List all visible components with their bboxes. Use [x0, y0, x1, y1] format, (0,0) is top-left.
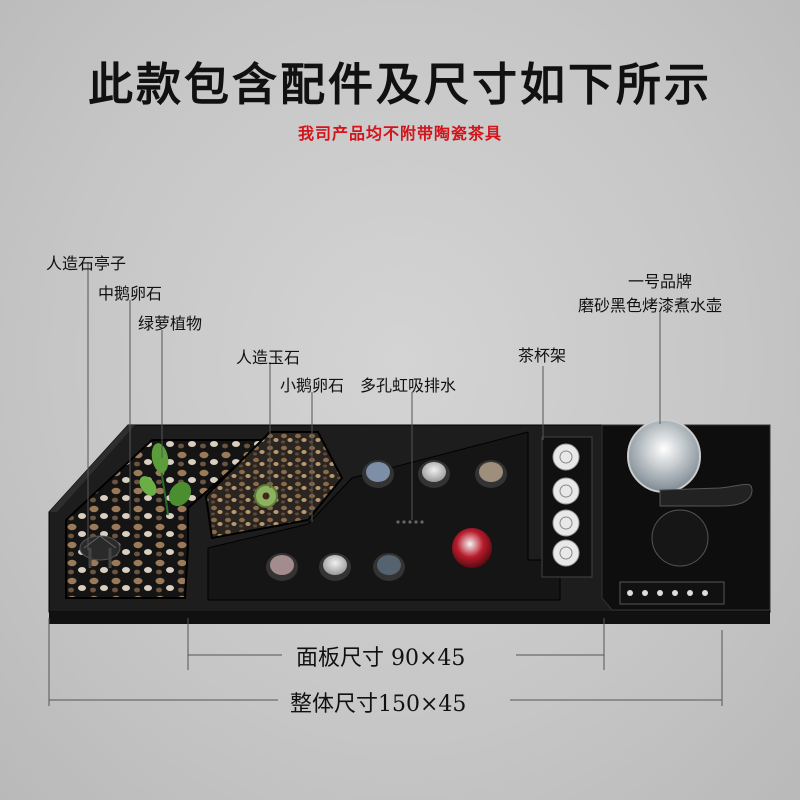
overall-dimension: 整体尺寸150×45 — [290, 692, 467, 717]
disclaimer-subtitle: 我司产品均不附带陶瓷茶具 — [297, 124, 502, 143]
label-jade: 人造玉石 — [236, 348, 301, 367]
black-kettle — [651, 509, 709, 567]
label-siphon-drain: 多孔虹吸排水 — [360, 376, 457, 395]
tea-cup-upper-1 — [362, 460, 394, 488]
label-medium-pebble: 中鹅卵石 — [98, 284, 163, 303]
pebble-garden-right — [204, 431, 344, 540]
siphon-drain-holes — [396, 520, 424, 524]
tea-cup-lower-3 — [373, 553, 405, 581]
glass-kettle — [627, 419, 701, 493]
label-kettle-brand: 一号品牌 — [628, 272, 693, 291]
label-small-pebble: 小鹅卵石 — [280, 376, 345, 395]
page-title: 此款包含配件及尺寸如下所示 — [87, 58, 712, 111]
tea-cup-lower-1 — [266, 553, 298, 581]
pothos-plant — [139, 443, 192, 516]
stone-pavilion — [79, 535, 121, 568]
panel-dimension: 面板尺寸 90×45 — [296, 646, 466, 671]
callout-lines — [87, 262, 661, 550]
kettle-handle — [659, 483, 753, 507]
tea-cup-lower-2 — [319, 553, 351, 581]
tea-cup-upper-3 — [475, 460, 507, 488]
cup-rack-cups — [552, 443, 580, 567]
tray-front-face — [49, 612, 770, 624]
label-stone-pavilion: 人造石亭子 — [46, 254, 127, 273]
red-teapot — [452, 528, 492, 568]
label-cup-rack: 茶杯架 — [518, 346, 567, 365]
tray-top-edge — [49, 425, 135, 512]
label-kettle-desc: 磨砂黑色烤漆煮水壶 — [578, 296, 723, 315]
tea-cup-upper-2 — [418, 460, 450, 488]
label-pothos: 绿萝植物 — [138, 314, 203, 333]
dimension-lines — [48, 618, 723, 706]
